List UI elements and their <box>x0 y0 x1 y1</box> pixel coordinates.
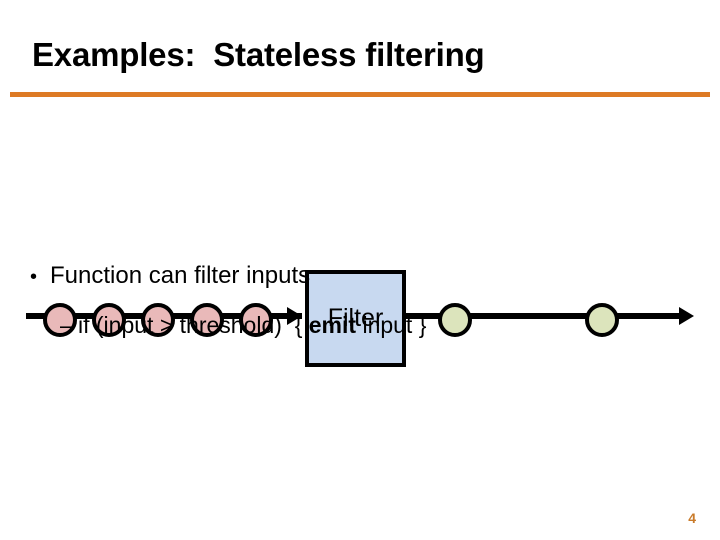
page-title: Examples: Stateless filtering <box>32 36 485 73</box>
input-node <box>190 303 224 337</box>
filter-box: Filter <box>305 270 406 367</box>
title-divider <box>10 92 710 97</box>
input-node <box>239 303 273 337</box>
output-node <box>438 303 472 337</box>
input-node <box>141 303 175 337</box>
input-stream-arrow-icon <box>287 307 302 325</box>
bullet-level2-text-before: if (input > threshold) { <box>78 312 309 338</box>
bullet-level2: – if (input > threshold) { emit input } <box>60 312 426 339</box>
stateless-filtering-diagram: Filter <box>0 130 720 367</box>
dash-marker-icon: – <box>60 312 73 338</box>
page-number: 4 <box>688 510 696 526</box>
bullet-level1: • Function can filter inputs <box>30 262 310 290</box>
bullet-level2-text-after: input } <box>356 312 427 338</box>
input-node <box>92 303 126 337</box>
filter-box-label: Filter <box>327 304 384 332</box>
bullet-level1-text: Function can filter inputs <box>50 262 311 289</box>
output-stream-arrow-icon <box>679 307 694 325</box>
bullet-level2-keyword: emit <box>308 312 357 338</box>
bullet-marker-icon: • <box>30 266 38 288</box>
output-node <box>585 303 619 337</box>
output-stream-line <box>406 313 686 319</box>
input-node <box>43 303 77 337</box>
